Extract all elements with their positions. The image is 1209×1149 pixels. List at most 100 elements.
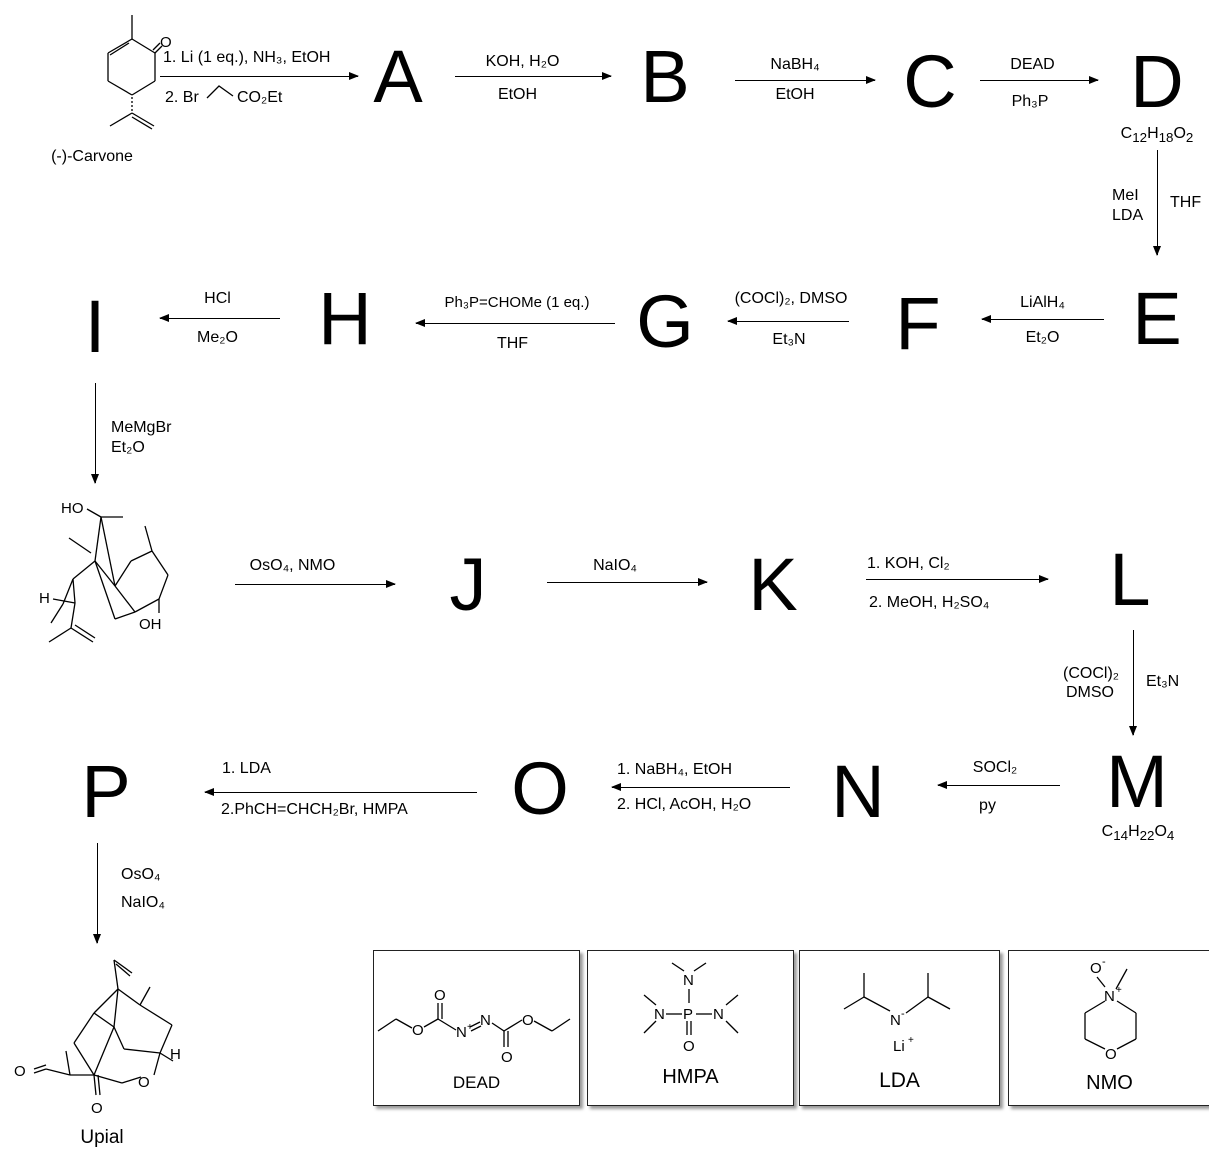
dead-o1-label: O	[412, 1022, 424, 1039]
reagent-d-to-e-right: THF	[1170, 194, 1202, 211]
compound-e: E	[1132, 277, 1182, 360]
reagent-g-to-h-bottom: THF	[496, 335, 529, 352]
reagent-p-to-upial-line1: OsO₄	[121, 866, 161, 883]
reagent-h-to-i-top: HCl	[204, 290, 231, 307]
arrow-b-to-c	[735, 76, 876, 84]
reagent-d-to-e-left2: LDA	[1112, 207, 1144, 224]
formula-m: C14H22O4	[1101, 823, 1175, 844]
carvone-name: (-)-Carvone	[51, 148, 133, 165]
compound-m: M	[1106, 740, 1168, 823]
hmpa-p-label: P	[683, 1006, 693, 1023]
arrow-p-to-upial	[93, 843, 101, 944]
arrow-l-to-m	[1129, 630, 1137, 736]
reagent-e-to-f-top: LiAlH₄	[1020, 294, 1065, 311]
nmo-n-label: N	[1104, 988, 1115, 1005]
arrow-h-to-i	[159, 314, 280, 322]
reagent-e-to-f-bottom: Et₂O	[1025, 329, 1060, 346]
carvone-structure: O	[107, 15, 172, 130]
diol-ho-label: HO	[61, 500, 84, 517]
arrow-g-to-h	[415, 319, 615, 327]
reagent-c-to-d-bottom: Ph₃P	[1011, 93, 1049, 110]
legend-label-nmo: NMO	[1086, 1072, 1133, 1094]
lda-li-label: Li	[893, 1038, 905, 1055]
compound-k: K	[748, 543, 798, 626]
nmo-ring-o-label: O	[1105, 1046, 1117, 1063]
nmo-o-charge: -	[1102, 956, 1106, 968]
dead-o2-label: O	[434, 987, 446, 1004]
reagent-f-to-g-top: (COCl)₂, DMSO	[734, 290, 848, 307]
dead-n1-charge: +	[467, 1022, 473, 1033]
arrow-n-to-o	[611, 783, 790, 791]
lda-n-charge: -	[901, 1008, 905, 1020]
arrow-e-to-f	[981, 315, 1104, 323]
diol-oh-label: OH	[139, 616, 162, 633]
reagent-a-to-b-top: KOH, H₂O	[485, 53, 560, 70]
compound-c: C	[903, 40, 957, 123]
reagent-diol-to-j-top: OsO₄, NMO	[249, 557, 336, 574]
compound-a: A	[373, 35, 423, 118]
reagent-d-to-e-left1: MeI	[1112, 187, 1139, 204]
diol-h-label: H	[39, 590, 50, 607]
upial-structure: H O O O	[14, 959, 181, 1117]
reagent-m-to-n-bottom: py	[979, 797, 996, 814]
formula-d: C12H18O2	[1120, 125, 1194, 146]
dead-o4-label: O	[522, 1012, 534, 1029]
compound-p: P	[81, 750, 131, 833]
hmpa-structure: N P N N O	[643, 962, 739, 1055]
compound-g: G	[636, 280, 694, 363]
arrow-j-to-k	[547, 578, 708, 586]
nmo-n-charge: +	[1116, 985, 1122, 996]
upial-ring-o-label: O	[138, 1074, 150, 1091]
dead-o3-label: O	[501, 1049, 513, 1066]
arrow-a-to-b	[455, 72, 612, 80]
reagent-carvone-to-a-line1: 1. Li (1 eq.), NH₃, EtOH	[163, 49, 331, 66]
dead-n1-label: N	[456, 1024, 467, 1041]
reagent-l-to-m-left2: DMSO	[1066, 684, 1114, 701]
reagent-b-to-c-bottom: EtOH	[775, 86, 815, 103]
nmo-structure: O - N + O	[1084, 956, 1137, 1063]
bromoacetate-fragment	[206, 85, 234, 99]
compound-o: O	[511, 747, 569, 830]
reagent-l-to-m-left1: (COCl)₂	[1063, 665, 1119, 682]
upial-aldehyde-o-label: O	[14, 1063, 26, 1080]
dead-n2-label: N	[480, 1012, 491, 1029]
upial-carbonyl-o-label: O	[91, 1100, 103, 1117]
reagent-j-to-k-top: NaIO₄	[593, 557, 637, 574]
reagent-i-to-diol-line2: Et₂O	[111, 439, 145, 456]
arrow-f-to-g	[727, 317, 849, 325]
reagent-k-to-l-bottom: 2. MeOH, H₂SO₄	[869, 594, 990, 611]
upial-name: Upial	[80, 1127, 124, 1148]
hmpa-o-label: O	[683, 1038, 695, 1055]
arrow-k-to-l	[866, 575, 1049, 583]
reagent-c-to-d-top: DEAD	[1010, 56, 1055, 73]
carvone-oxygen-label: O	[160, 34, 172, 51]
compound-n: N	[831, 750, 885, 833]
reagent-n-to-o-top: 1. NaBH₄, EtOH	[617, 761, 733, 778]
lda-structure: N - Li +	[843, 973, 951, 1055]
reagent-l-to-m-right: Et₃N	[1146, 673, 1180, 690]
legend-label-lda: LDA	[879, 1069, 920, 1092]
legend-box-dead: O O N + N O O DEAD	[373, 950, 580, 1106]
nmo-o-top-label: O	[1090, 960, 1102, 977]
arrow-carvone-to-a	[160, 72, 359, 80]
arrow-c-to-d	[980, 76, 1099, 84]
reagent-i-to-diol-line1: MeMgBr	[111, 419, 172, 436]
reagent-b-to-c-top: NaBH₄	[770, 56, 820, 73]
compound-i: I	[84, 285, 106, 368]
legend-label-hmpa: HMPA	[662, 1066, 719, 1088]
lda-n-label: N	[890, 1012, 901, 1029]
upial-h-label: H	[170, 1046, 181, 1063]
reagent-k-to-l-top: 1. KOH, Cl₂	[867, 555, 950, 572]
diol-structure: HO OH H	[39, 500, 169, 643]
reagent-carvone-to-a-line2-suffix: CO₂Et	[237, 89, 283, 106]
arrow-i-to-diol	[91, 383, 99, 484]
hmpa-n2-label: N	[654, 1006, 665, 1023]
reagent-h-to-i-bottom: Me₂O	[197, 329, 238, 346]
hmpa-n1-label: N	[683, 972, 694, 989]
lda-li-charge: +	[908, 1035, 914, 1046]
reagent-n-to-o-bottom: 2. HCl, AcOH, H₂O	[617, 796, 752, 813]
arrow-diol-to-j	[235, 580, 396, 588]
reagent-g-to-h-top: Ph₃P=CHOMe (1 eq.)	[444, 294, 590, 311]
legend-label-dead: DEAD	[452, 1073, 501, 1092]
compound-b: B	[640, 35, 690, 118]
